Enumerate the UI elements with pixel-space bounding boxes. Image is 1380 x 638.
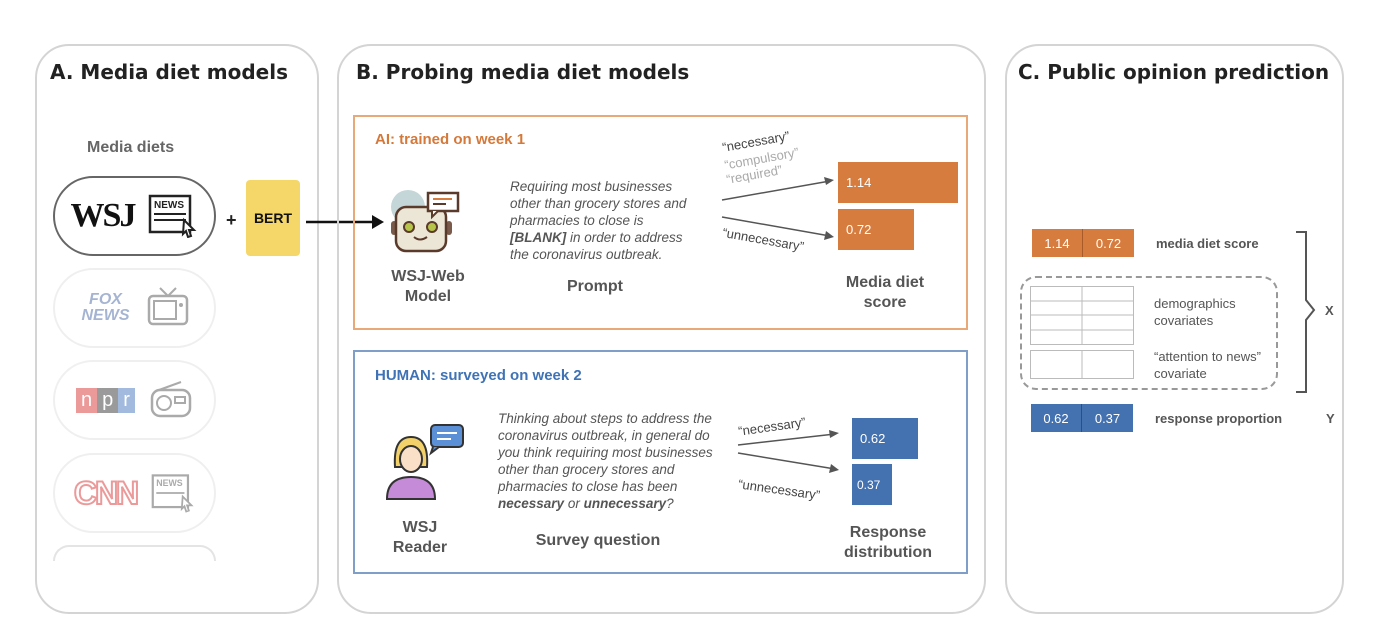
human-agent-label: WSJ Reader xyxy=(392,519,448,556)
panel-a-title: A. Media diet models xyxy=(50,60,288,84)
panel-probing xyxy=(337,44,986,614)
panel-media-diet-models xyxy=(35,44,319,614)
ai-box xyxy=(353,115,968,330)
score-cell: 0.72 xyxy=(1083,229,1134,257)
outlet-wsj: WSJ NEWS xyxy=(53,176,216,256)
demographics-table xyxy=(1030,286,1134,379)
news-web-icon: NEWS xyxy=(149,194,197,238)
panel-prediction xyxy=(1005,44,1344,614)
option-necessary: necessary xyxy=(498,496,565,511)
plus-sign: + xyxy=(226,210,237,230)
response-bar-necessary: 0.62 xyxy=(852,418,918,459)
media-diets-label: Media diets xyxy=(87,139,175,156)
panel-c-title: C. Public opinion prediction xyxy=(1018,60,1330,84)
prompt-label: Prompt xyxy=(567,278,623,295)
prompt-blank: [BLANK] xyxy=(510,230,567,245)
option-unnecessary: unnecessary xyxy=(583,496,667,511)
radio-icon xyxy=(150,381,192,418)
y-label: Y xyxy=(1326,411,1335,426)
bert-model-box: BERT xyxy=(246,180,300,256)
svg-text:NEWS: NEWS xyxy=(154,200,184,211)
ai-title: AI: trained on week 1 xyxy=(375,131,526,148)
proportion-cell: 0.37 xyxy=(1082,404,1133,432)
tv-icon xyxy=(147,287,188,326)
demographics-label: demographics covariates xyxy=(1154,296,1236,328)
prompt-line: other than grocery stores and xyxy=(510,196,687,211)
response-bar-unnecessary: 0.37 xyxy=(852,464,892,505)
attention-label: “attention to news” covariate xyxy=(1154,349,1261,381)
fox-news-logo: FOX NEWS xyxy=(81,291,130,324)
question-line: other than grocery stores and xyxy=(498,462,675,477)
covariates-group xyxy=(1020,276,1278,390)
survey-question-text: Thinking about steps to address the coro… xyxy=(498,410,738,512)
human-arrows xyxy=(737,430,839,473)
score-bar-necessary: 1.14 xyxy=(838,162,958,203)
human-box xyxy=(353,350,968,574)
response-proportion-label: response proportion xyxy=(1155,411,1283,426)
ai-agent-label: WSJ-Web Model xyxy=(391,268,465,305)
outlet-more xyxy=(53,545,216,561)
question-line: coronavirus outbreak, in general do xyxy=(498,428,710,443)
score-bar-unnecessary: 0.72 xyxy=(838,209,914,250)
ai-arrows xyxy=(721,177,834,240)
x-label: X xyxy=(1325,303,1334,318)
question-or: or xyxy=(564,496,584,511)
outlet-cnn: CNN NEWS xyxy=(53,453,216,533)
ai-prompt-text: Requiring most businesses other than gro… xyxy=(510,178,710,263)
prompt-line: pharmacies to close is xyxy=(510,213,644,228)
outlet-fox-news: FOX NEWS xyxy=(53,268,216,348)
news-web-icon: NEWS xyxy=(151,474,194,513)
bert-label: BERT xyxy=(253,210,293,226)
robot-icon xyxy=(391,190,460,253)
reader-icon xyxy=(385,424,464,500)
question-line: pharmacies to close has been xyxy=(498,479,678,494)
media-diet-score-label: Media diet score xyxy=(845,274,925,311)
media-diet-score-row-label: media diet score xyxy=(1156,236,1259,251)
survey-question-label: Survey question xyxy=(535,532,661,549)
svg-text:NEWS: NEWS xyxy=(156,478,183,488)
panel-b-title: B. Probing media diet models xyxy=(356,60,690,84)
question-line: Thinking about steps to address the xyxy=(498,411,712,426)
proportion-cell: 0.62 xyxy=(1031,404,1082,432)
response-distribution-label: Response distribution xyxy=(844,524,932,561)
question-line: you think requiring most businesses xyxy=(498,445,713,460)
question-mark: ? xyxy=(666,496,674,511)
score-cell: 1.14 xyxy=(1032,229,1083,257)
prompt-line: in order to address xyxy=(566,230,683,245)
prompt-line: the coronavirus outbreak. xyxy=(510,247,663,262)
wsj-logo: WSJ xyxy=(70,197,137,234)
x-brace xyxy=(1296,231,1316,393)
cnn-logo: CNN xyxy=(73,474,140,512)
arrow-to-model xyxy=(306,215,384,229)
prompt-line: Requiring most businesses xyxy=(510,179,673,194)
outlet-npr: npr npr xyxy=(53,360,216,440)
human-title: HUMAN: surveyed on week 2 xyxy=(375,367,582,384)
